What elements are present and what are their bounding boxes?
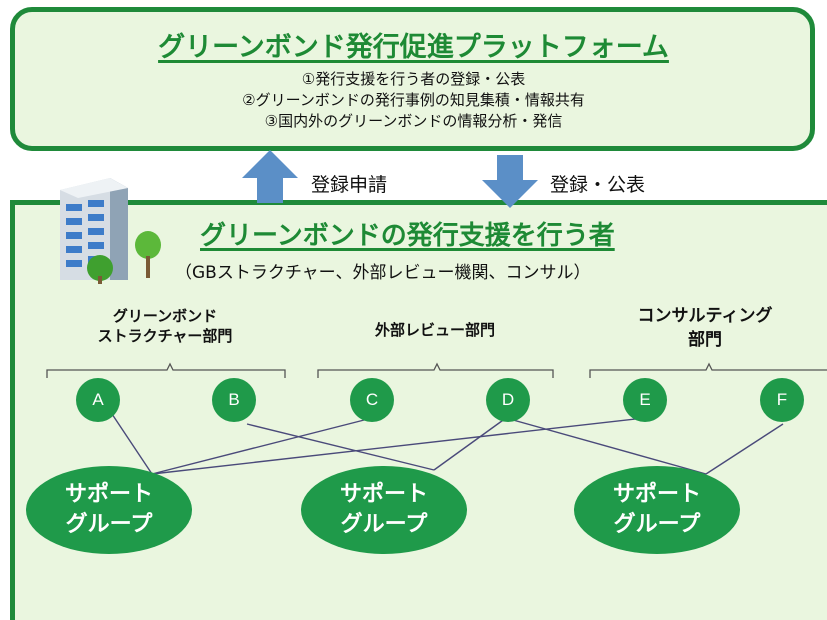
connector-line xyxy=(433,417,507,471)
connector-line xyxy=(505,417,707,475)
platform-item-2: ②グリーンボンドの発行事例の知見集積・情報共有 xyxy=(242,91,585,109)
node-d: D xyxy=(486,378,530,422)
brace-review xyxy=(317,362,554,378)
support-group-label: グループ xyxy=(613,512,701,537)
office-building-icon xyxy=(60,178,161,284)
support-group-label: サポート xyxy=(339,482,428,507)
dept-consulting: コンサルティング 部門 xyxy=(590,304,820,352)
support-group-1: サポート グループ xyxy=(26,466,192,554)
register-request-label: 登録申請 xyxy=(311,174,388,196)
connector-line xyxy=(705,423,784,475)
dept-label-line: ストラクチャー部門 xyxy=(97,327,233,345)
supporter-title: グリーンボンドの発行支援を行う者 xyxy=(200,221,615,251)
register-publish-arrow xyxy=(482,155,538,208)
dept-label-line: コンサルティング xyxy=(637,306,773,326)
platform-item-1: ①発行支援を行う者の登録・公表 xyxy=(301,70,526,88)
node-e: E xyxy=(623,378,667,422)
brace-structure xyxy=(46,362,286,378)
supporter-subtitle: （GBストラクチャー、外部レビュー機関、コンサル） xyxy=(175,263,591,283)
dept-green-bond-structure: グリーンボンド ストラクチャー部門 xyxy=(60,306,270,346)
connector-line xyxy=(151,417,373,475)
connector-line xyxy=(246,423,435,471)
dept-label-line: 外部レビュー部門 xyxy=(374,321,495,339)
node-a: A xyxy=(76,378,120,422)
dept-label-line: グリーンボンド xyxy=(112,307,218,325)
node-f: F xyxy=(760,378,804,422)
connector-layer xyxy=(46,362,827,475)
support-group-label: サポート xyxy=(64,482,153,507)
platform-item-3: ③国内外のグリーンボンドの情報分析・発信 xyxy=(264,112,563,130)
connector-line xyxy=(151,417,645,475)
dept-label-line: 部門 xyxy=(688,330,722,350)
brace-consulting xyxy=(589,362,827,378)
support-group-label: サポート xyxy=(612,482,701,507)
dept-external-review: 外部レビュー部門 xyxy=(320,320,550,340)
register-publish-label: 登録・公表 xyxy=(550,174,646,196)
node-b: B xyxy=(212,378,256,422)
platform-title: グリーンボンド発行促進プラットフォーム xyxy=(158,32,669,63)
register-request-arrow xyxy=(242,150,298,203)
support-group-label: グループ xyxy=(65,512,153,537)
node-c: C xyxy=(350,378,394,422)
support-group-label: グループ xyxy=(340,512,428,537)
connector-line xyxy=(111,413,153,475)
support-group-3: サポート グループ xyxy=(574,466,740,554)
support-group-2: サポート グループ xyxy=(301,466,467,554)
platform-panel xyxy=(10,7,815,151)
